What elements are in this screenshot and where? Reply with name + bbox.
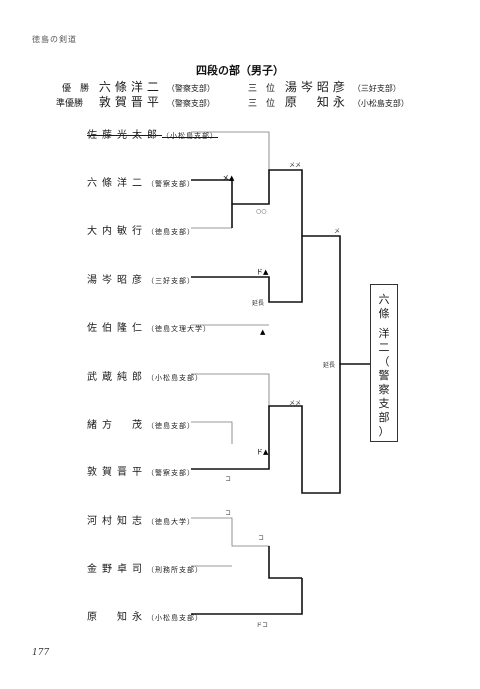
- player-name: 敦賀晋平: [87, 467, 147, 478]
- bracket-line-p7: [191, 421, 233, 444]
- player-name: 大内敏行: [87, 226, 147, 237]
- bracket-line-p4: [191, 236, 303, 303]
- bracket-line-winner-path: [191, 169, 370, 365]
- match-mark: 延長: [252, 300, 265, 307]
- match-mark: ド▲: [256, 448, 269, 456]
- page-title: 四段の部（男子）: [196, 64, 284, 77]
- player-5: 佐伯隆仁（徳島文理大学）: [87, 319, 211, 334]
- bracket-line-p9: [191, 517, 269, 547]
- match-mark: メ: [334, 228, 341, 235]
- player-2: 六條洋二（警察支部）: [87, 174, 195, 189]
- third-branch-1: （三好支部）: [352, 84, 401, 93]
- player-name: 湯岑昭彦: [87, 275, 147, 286]
- bracket-line-p10-path: [268, 546, 302, 579]
- bracket-line-p1: [191, 131, 270, 170]
- player-8: 敦賀晋平（警察支部）: [87, 463, 195, 478]
- runnerup-branch: （警察支部）: [166, 99, 215, 108]
- bracket-line-p11: [191, 578, 303, 615]
- player-name: 金野卓司: [87, 564, 147, 575]
- player-name: 緒方 茂: [87, 420, 147, 431]
- player-11: 原 知永（小松島支部）: [87, 608, 203, 623]
- third-name-1: 湯岑昭彦: [284, 80, 349, 94]
- player-10: 金野卓司（刑務所支部）: [87, 560, 203, 575]
- player-7: 緒方 茂（徳島支部）: [87, 416, 195, 431]
- player-1: 佐藤光太郎（小松島支部）: [87, 126, 218, 141]
- match-mark: 延長: [323, 362, 336, 369]
- player-9: 河村知志（徳島大学）: [87, 512, 195, 527]
- player-branch: （警察支部）: [147, 180, 195, 188]
- player-branch: （三好支部）: [147, 277, 195, 285]
- running-header: 徳島の剣道: [32, 35, 77, 44]
- match-mark: コ: [225, 476, 232, 483]
- player-branch: （小松島支部）: [147, 374, 203, 382]
- player-branch: （小松島支部）: [162, 132, 218, 140]
- third-place-row-1: 三 位 湯岑昭彦（三好支部）: [248, 78, 401, 95]
- results-row-2: 準優勝 敦賀晋平（警察支部）: [56, 93, 215, 110]
- player-branch: （徳島大学）: [147, 518, 195, 526]
- player-branch: （徳島支部）: [147, 228, 195, 236]
- bracket-line-p6: [191, 373, 270, 406]
- third-name-2: 原 知永: [284, 95, 349, 109]
- player-branch: （徳島支部）: [147, 422, 195, 430]
- player-name: 武蔵純郎: [87, 372, 147, 383]
- player-branch: （徳島文理大学）: [147, 325, 211, 333]
- third-place-row-2: 三 位 原 知永（小松島支部）: [248, 93, 409, 110]
- player-name: 河村知志: [87, 516, 147, 527]
- player-name: 佐藤光太郎: [87, 130, 162, 141]
- player-branch: （刑務所支部）: [147, 566, 203, 574]
- match-mark: メメ: [289, 400, 302, 407]
- champion-name: 六 條 洋 二 （ 警 察 支 部 ）: [378, 293, 390, 438]
- player-name: 佐伯隆仁: [87, 323, 147, 334]
- third-label-1: 三 位: [248, 84, 276, 94]
- winner-name: 六條洋二: [98, 80, 163, 94]
- player-name: 原 知永: [87, 612, 147, 623]
- match-mark: コ: [258, 535, 265, 542]
- player-4: 湯岑昭彦（三好支部）: [87, 271, 195, 286]
- player-branch: （警察支部）: [147, 469, 195, 477]
- match-mark: ドコ: [256, 622, 269, 629]
- runnerup-name: 敦賀晋平: [98, 95, 163, 109]
- player-branch: （小松島支部）: [147, 614, 203, 622]
- match-mark: ド▲: [256, 268, 269, 276]
- match-mark: メ▲: [222, 174, 235, 182]
- winner-label: 優 勝: [62, 84, 90, 94]
- runnerup-label: 準優勝: [56, 99, 84, 109]
- champion-box: 六 條 洋 二 （ 警 察 支 部 ）: [370, 284, 398, 442]
- player-3: 大内敏行（徳島支部）: [87, 222, 195, 237]
- player-6: 武蔵純郎（小松島支部）: [87, 368, 203, 383]
- match-mark: コ: [225, 510, 232, 517]
- results-row-1: 優 勝 六條洋二（警察支部）: [62, 78, 215, 95]
- third-label-2: 三 位: [248, 99, 276, 109]
- match-mark: ▲: [260, 328, 266, 336]
- page-number: 177: [32, 648, 50, 658]
- match-mark: ○○: [256, 208, 267, 215]
- match-mark: メメ: [289, 162, 302, 169]
- bracket-line-p8: [191, 364, 341, 494]
- third-branch-2: （小松島支部）: [352, 99, 409, 108]
- player-name: 六條洋二: [87, 178, 147, 189]
- winner-branch: （警察支部）: [166, 84, 215, 93]
